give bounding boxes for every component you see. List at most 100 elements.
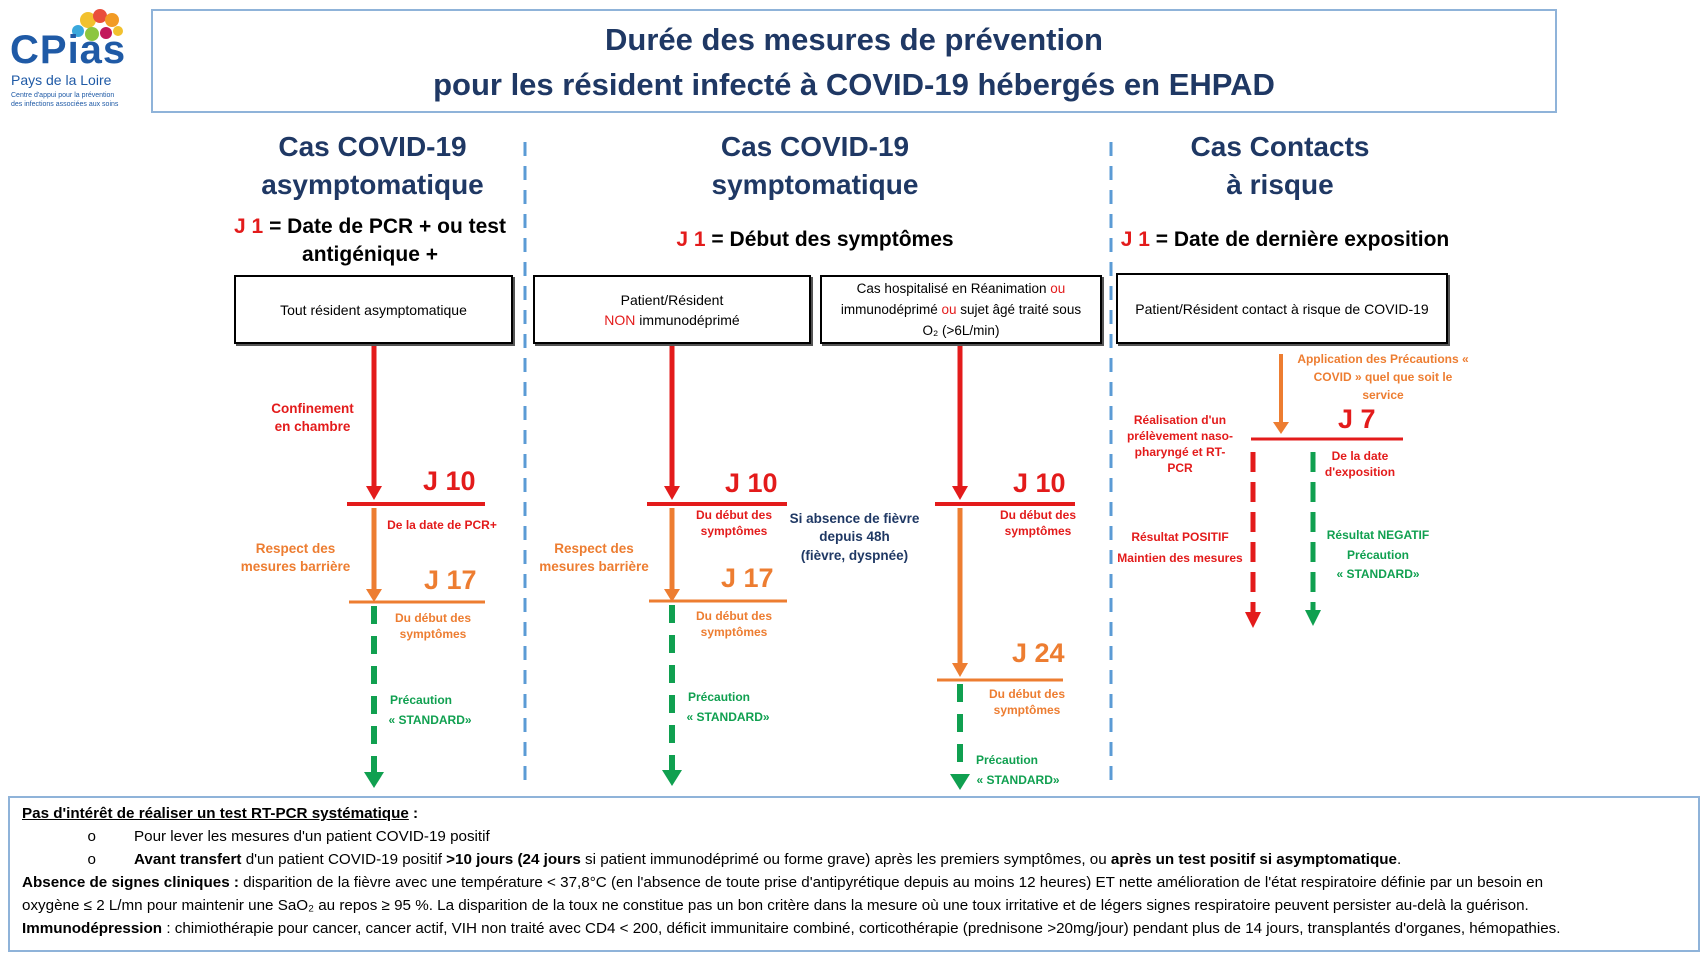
asym-j1: J 1 = Date de PCR + ou test antigénique … <box>225 213 515 269</box>
notes-heading-colon: : <box>408 805 419 822</box>
sym-left-standard: « STANDARD» <box>686 710 770 724</box>
contact-header: Cas Contacts à risque <box>1150 128 1410 204</box>
sym-box-2-line-3: O₂ (>6L/min) <box>922 323 1000 338</box>
notes-b2-t2: si patient immunodéprimé ou forme grave)… <box>580 851 1111 868</box>
notes-absence-text-1: disparition de la fièvre avec une tempér… <box>238 874 1544 891</box>
sym-left-orange-arrowhead <box>664 589 680 602</box>
contact-j1-prefix: J 1 <box>1120 228 1150 251</box>
asym-header-line-2: asymptomatique <box>261 169 484 200</box>
asym-box-label: Tout résident asymptomatique <box>280 301 467 318</box>
sym-box-2-line-2-a: immunodéprimé <box>840 302 942 317</box>
notes-b2-t1: d'un patient COVID-19 positif <box>241 851 447 868</box>
contact-j7-note: De la date d'exposition <box>1324 449 1396 479</box>
sym-right-j24-note: Du début des symptômes <box>988 687 1065 717</box>
notes-absence-text-2: oxygène ≤ 2 L/mn pour maintenir une SaO₂… <box>22 897 1529 914</box>
sym-right-j10: J 10 <box>1013 468 1066 498</box>
contact-negatif-1: Résultat NEGATIF <box>1326 528 1430 542</box>
contact-orange-arrowhead <box>1273 422 1289 434</box>
sym-box-1-line-2: NON immunodéprimé <box>604 310 739 330</box>
sym-box-1-line-2-text: immunodéprimé <box>635 311 740 328</box>
sym-box-reanimation: Cas hospitalisé en Réanimation ou immuno… <box>820 275 1102 344</box>
notes-bullet-1-text: Pour lever les mesures d'un patient COVI… <box>134 828 490 845</box>
notes-b2-bold-1: Avant transfert <box>134 851 242 868</box>
sym-right-green-arrowhead <box>950 774 970 790</box>
notes-absence-bold: Absence de signes cliniques : <box>22 874 239 891</box>
sym-j1-text: = Début des symptômes <box>705 228 954 251</box>
sym-left-j10: J 10 <box>725 468 778 498</box>
notes-immuno-text: : chimiothérapie pour cancer, cancer act… <box>162 920 1561 937</box>
notes-bullet-1: o Pour lever les mesures d'un patient CO… <box>22 825 1698 848</box>
logo-dots <box>72 9 123 41</box>
notes-immuno-bold: Immunodépression <box>22 920 163 937</box>
sym-right-orange-arrowhead <box>952 663 968 677</box>
sym-box-2-line-2: immunodéprimé ou sujet âgé traité sous <box>841 299 1081 320</box>
asym-red-arrowhead <box>366 486 382 500</box>
sym-left-green-arrowhead <box>662 770 682 786</box>
sym-box-2-ou-1: ou <box>1050 281 1066 296</box>
bullet-mark: o <box>87 828 96 845</box>
sym-left-red-arrowhead <box>664 486 680 500</box>
sym-left-precaution: Précaution <box>688 690 751 704</box>
sym-right-red-arrowhead <box>952 486 968 500</box>
asym-j10: J 10 <box>423 466 476 496</box>
logo-region: Pays de la Loire <box>11 72 112 88</box>
logo: CPias Pays de la Loire Centre d'appui po… <box>8 6 133 112</box>
contact-positif-1: Résultat POSITIF <box>1131 530 1229 544</box>
sym-right-j10-note: Du début des symptômes <box>999 508 1076 538</box>
sym-fever: Si absence de fièvre depuis 48h <box>789 511 920 544</box>
contact-red-arrowhead <box>1245 612 1261 628</box>
sym-header-line-1: Cas COVID-19 <box>720 131 910 162</box>
contact-header-line-2: à risque <box>1226 169 1334 200</box>
contact-green-arrowhead <box>1305 610 1321 626</box>
sym-left-respect: Respect des mesures barrière <box>539 541 649 574</box>
sym-header-line-2: symptomatique <box>711 169 919 200</box>
sym-header: Cas COVID-19 symptomatique <box>665 128 965 204</box>
sym-box-1-red: NON <box>604 311 636 328</box>
notes-heading: Pas d'intérêt de réaliser un test RT-PCR… <box>22 805 409 822</box>
sym-box-2-line-1: Cas hospitalisé en Réanimation ou <box>857 278 1066 299</box>
notes-box: Pas d'intérêt de réaliser un test RT-PCR… <box>8 796 1700 952</box>
sym-right-standard: « STANDARD» <box>976 773 1060 787</box>
sym-j1: J 1 = Début des symptômes <box>640 226 990 254</box>
contact-box: Patient/Résident contact à risque de COV… <box>1116 273 1448 344</box>
sym-left-j10-note: Du début des symptômes <box>695 508 772 538</box>
contact-j1: J 1 = Date de dernière exposition <box>1110 226 1460 254</box>
asym-header-line-1: Cas COVID-19 <box>278 131 467 162</box>
contact-application: Application des Précautions « COVID » qu… <box>1297 352 1469 402</box>
asym-orange-arrowhead <box>366 589 382 602</box>
sym-right-precaution: Précaution <box>976 753 1039 767</box>
asym-green-arrowhead <box>364 772 384 788</box>
contact-negatif-3: « STANDARD» <box>1336 567 1420 581</box>
sym-left-j17-note: Du début des symptômes <box>695 609 772 639</box>
notes-b2-bold-3: après un test positif si asymptomatique <box>1110 851 1397 868</box>
asym-confinement: Confinement en chambre <box>271 401 354 434</box>
title-line-2: pour les résident infecté à COVID-19 héb… <box>433 67 1275 102</box>
asym-j17: J 17 <box>424 565 477 595</box>
notes-bullet-2-text: Avant transfert d'un patient COVID-19 po… <box>134 848 1401 871</box>
notes-b2-t3: . <box>1396 851 1402 868</box>
sym-box-2-line-2-b: sujet âgé traité sous <box>956 302 1082 317</box>
asym-box: Tout résident asymptomatique <box>234 275 513 344</box>
asym-respect: Respect des mesures barrière <box>240 541 351 574</box>
sym-box-1-line-1: Patient/Résident <box>620 291 724 308</box>
asym-header: Cas COVID-19 asymptomatique <box>230 128 515 204</box>
contact-box-label: Patient/Résident contact à risque de COV… <box>1135 300 1429 317</box>
contact-realisation: Réalisation d'un prélèvement naso-pharyn… <box>1126 413 1234 475</box>
sym-fever-note: (fièvre, dyspnée) <box>800 548 909 563</box>
asym-j1-text-2: antigénique + <box>302 243 438 266</box>
contact-header-line-1: Cas Contacts <box>1190 131 1370 162</box>
title-box: Durée des mesures de prévention pour les… <box>151 9 1557 113</box>
logo-tagline-1: Centre d'appui pour la prévention <box>11 92 115 99</box>
asym-j1-prefix: J 1 <box>234 215 264 238</box>
notes-absence: Absence de signes cliniques : disparitio… <box>22 871 1698 894</box>
sym-box-2-line-1-text: Cas hospitalisé en Réanimation <box>856 281 1051 296</box>
sym-box-non-immuno: Patient/Résident NON immunodéprimé <box>533 275 811 344</box>
notes-heading-line: Pas d'intérêt de réaliser un test RT-PCR… <box>22 802 1698 825</box>
notes-immuno: Immunodépression : chimiothérapie pour c… <box>22 917 1698 940</box>
asym-precaution: Précaution <box>390 693 453 707</box>
logo-tagline-2: des infections associées aux soins <box>11 101 119 108</box>
notes-bullet-2: o Avant transfert d'un patient COVID-19 … <box>22 848 1698 871</box>
asym-j10-note: De la date de PCR+ <box>387 518 497 532</box>
asym-standard: « STANDARD» <box>388 713 472 727</box>
